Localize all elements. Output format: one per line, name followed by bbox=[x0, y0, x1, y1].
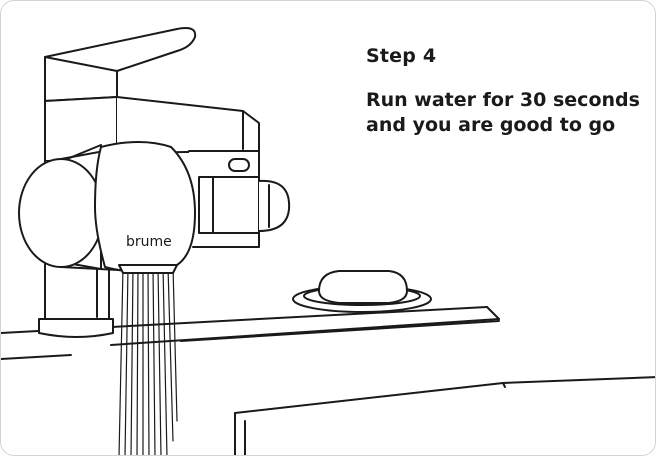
soap-bar-icon bbox=[318, 270, 408, 304]
step-label: Step 4 bbox=[366, 45, 437, 67]
water-stream-icon bbox=[118, 266, 178, 455]
step-instruction: Run water for 30 seconds and you are goo… bbox=[366, 89, 640, 136]
filter-brand-label: brume bbox=[126, 234, 172, 250]
water-filter-icon bbox=[18, 141, 291, 274]
sink-icon bbox=[1, 306, 655, 455]
